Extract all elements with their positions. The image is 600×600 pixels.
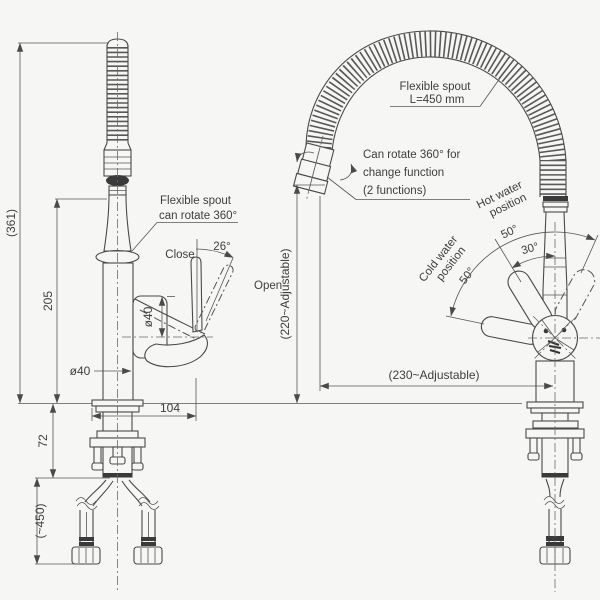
side-centerlines bbox=[528, 222, 600, 592]
front-supply-hoses bbox=[71, 479, 163, 565]
dia-body: ø40 bbox=[70, 364, 91, 378]
dim-spout-height: 205 bbox=[41, 291, 55, 311]
angle-mid-value: 30° bbox=[520, 241, 540, 257]
note-flexible-spout-line2: can rotate 360° bbox=[159, 210, 237, 222]
label-open: Open bbox=[254, 280, 282, 292]
note-spout-length-line1: Flexible spout bbox=[400, 81, 472, 93]
dim-under-deck: 72 bbox=[36, 434, 50, 448]
dim-supply-hose: (~450) bbox=[33, 503, 47, 538]
side-view: (220~Adjustable) (230~Adjustable) Flexib… bbox=[278, 30, 600, 592]
angle-open-value: 26° bbox=[213, 241, 230, 253]
side-notes: Flexible spout L=450 mm Can rotate 360° … bbox=[326, 70, 540, 287]
handle-close-position bbox=[190, 256, 203, 333]
handle-open-position bbox=[194, 264, 234, 334]
front-valve-and-handle bbox=[132, 239, 234, 368]
front-centerlines bbox=[117, 32, 213, 592]
note-rotate-line3: (2 functions) bbox=[363, 185, 426, 197]
note-rotate-line2: change function bbox=[363, 167, 444, 179]
front-view: (361) 205 72 (~450) 104 ø40 ø40 Flexible… bbox=[4, 32, 522, 592]
dim-overall-height: (361) bbox=[4, 209, 18, 237]
note-flexible-spout-line1: Flexible spout bbox=[160, 195, 232, 207]
dim-reach-adjustable: (230~Adjustable) bbox=[388, 368, 479, 382]
front-body-column bbox=[102, 262, 134, 403]
side-spout-tube bbox=[542, 196, 569, 320]
dim-height-adjustable: (220~Adjustable) bbox=[278, 248, 292, 339]
note-rotate-line1: Can rotate 360° for bbox=[363, 149, 460, 161]
dia-valve: ø40 bbox=[141, 306, 155, 327]
side-spout-nozzle bbox=[292, 135, 335, 200]
rotate-arrow-left bbox=[294, 151, 315, 163]
side-supply-hose bbox=[539, 478, 571, 565]
handle-hub bbox=[144, 334, 209, 368]
side-dimensions: (220~Adjustable) (230~Adjustable) bbox=[278, 184, 554, 404]
dim-handle-reach: 104 bbox=[160, 401, 180, 415]
rotate-arrow-right bbox=[339, 163, 358, 181]
front-notes: Flexible spout can rotate 360° Close 26°… bbox=[131, 195, 282, 292]
side-flexible-hose bbox=[305, 30, 567, 197]
note-spout-length-line2: L=450 mm bbox=[410, 94, 465, 106]
side-angle-arcs bbox=[445, 231, 599, 325]
front-dimensions: (361) 205 72 (~450) 104 ø40 ø40 bbox=[4, 42, 197, 565]
label-close: Close bbox=[165, 249, 194, 261]
